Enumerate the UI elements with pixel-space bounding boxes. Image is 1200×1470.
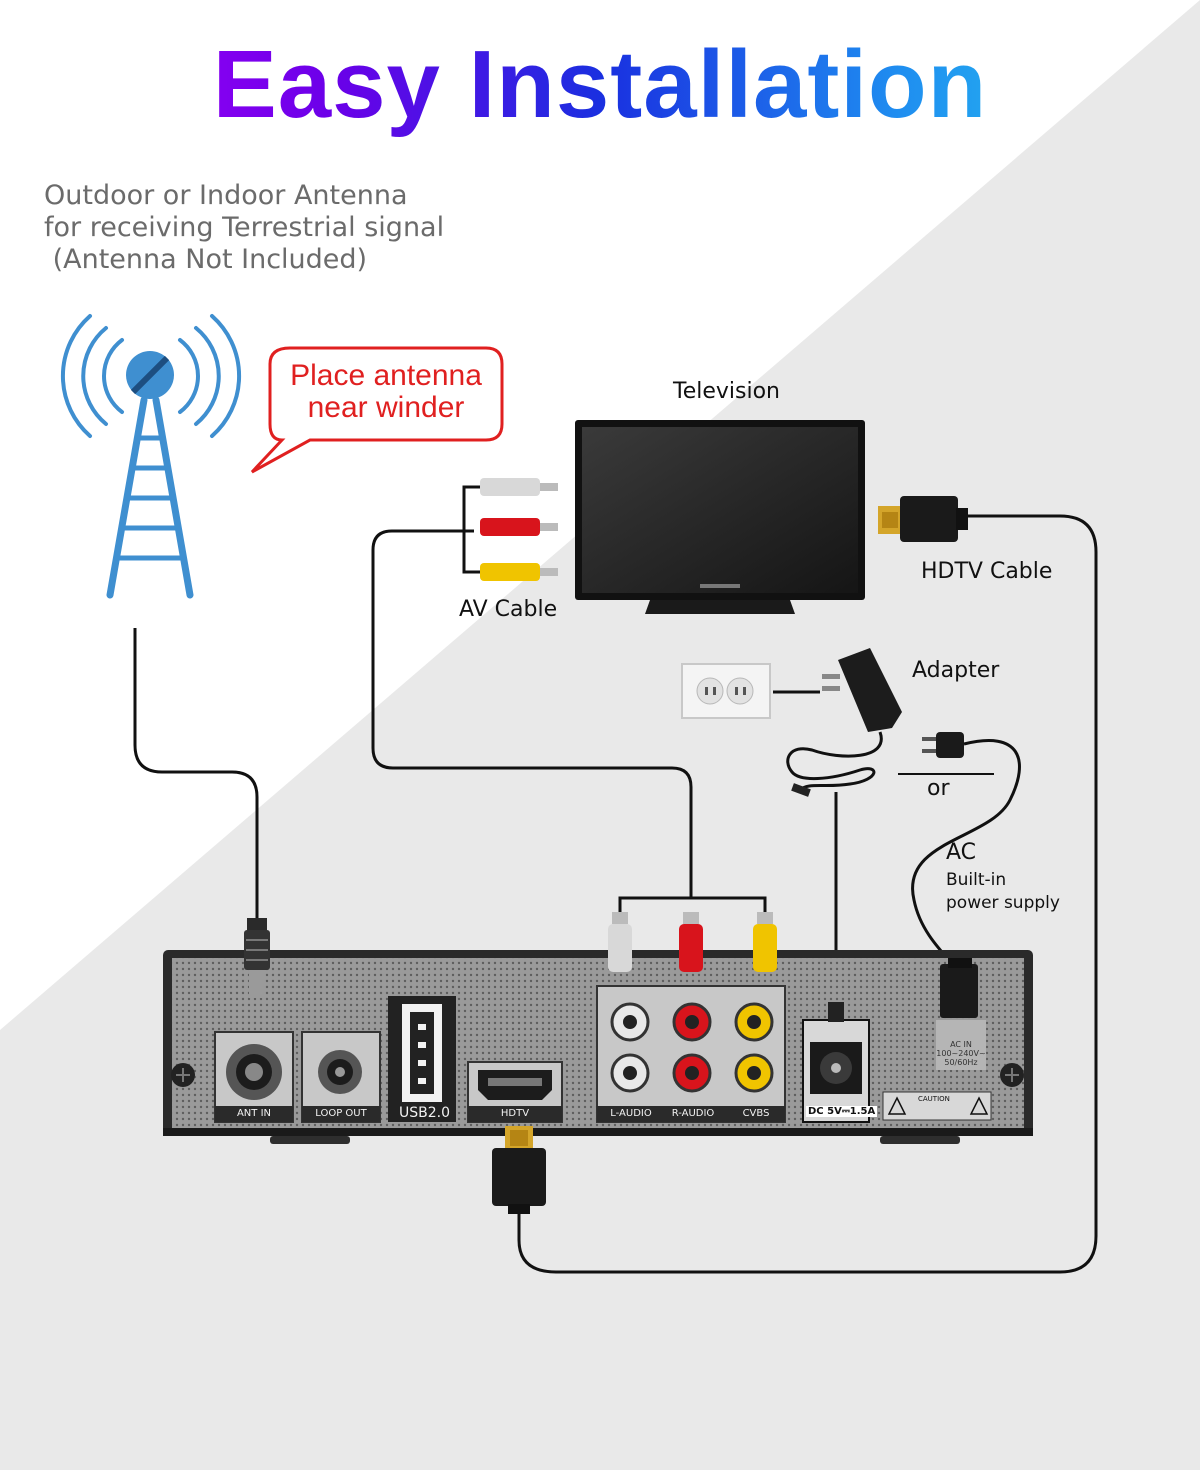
adapter-label: Adapter xyxy=(912,658,1000,683)
port-label-cvbs: CVBS xyxy=(742,1108,770,1119)
port-label-dc: DC 5V⎓1.5A xyxy=(806,1106,878,1117)
av-cable xyxy=(371,529,693,898)
tip-line: Place antenna xyxy=(290,359,482,392)
hdtv-cable xyxy=(517,514,1098,1274)
antenna-placement-tip: Place antenna near winder xyxy=(270,348,502,440)
ac-sub-label: Built-in power supply xyxy=(946,869,1060,915)
port-label-loop-out: LOOP OUT xyxy=(315,1108,367,1119)
box-plugs xyxy=(244,912,978,1214)
port-label-ant-in: ANT IN xyxy=(236,1108,272,1119)
or-label: or xyxy=(927,776,950,801)
hdmi-plug-icon xyxy=(878,496,968,542)
ac-in-line: 100~240V~ xyxy=(936,1049,986,1058)
ac-in-line: 50/60Hz xyxy=(944,1058,978,1067)
port-label-ac-in: AC IN 100~240V~ 50/60Hz xyxy=(934,1040,988,1067)
ac-cable xyxy=(911,739,1021,969)
antenna-note: Outdoor or Indoor Antenna for receiving … xyxy=(44,180,444,276)
port-label-usb: USB2.0 xyxy=(399,1105,451,1121)
antenna-note-line: for receiving Terrestrial signal xyxy=(44,212,445,243)
cables xyxy=(133,485,1098,1274)
av-cable-split-bottom xyxy=(618,896,767,918)
wall-outlet-icon xyxy=(681,663,771,719)
ac-in-line: AC IN xyxy=(950,1040,972,1049)
rca-jacks xyxy=(610,1002,774,1093)
av-cable-split-top xyxy=(462,485,480,574)
speech-bubble xyxy=(250,346,504,474)
tip-line: near winder xyxy=(307,391,465,424)
ac-label: AC xyxy=(946,840,977,865)
port-label-l-audio: L-AUDIO xyxy=(610,1108,652,1119)
port-label-r-audio: R-AUDIO xyxy=(671,1108,715,1119)
antenna-cable xyxy=(133,628,259,925)
ac-sub-line: power supply xyxy=(946,893,1060,913)
hdtv-cable-label: HDTV Cable xyxy=(921,559,1053,584)
page-title: Easy Installation xyxy=(0,30,1200,140)
warning-icon xyxy=(887,1096,989,1115)
receiver-box xyxy=(163,950,1033,1144)
television-icon xyxy=(575,420,865,614)
antenna-note-line: Outdoor or Indoor Antenna xyxy=(44,180,408,211)
ac-sub-line: Built-in xyxy=(946,870,1007,890)
port-label-hdtv: HDTV xyxy=(500,1108,530,1119)
power-adapter-icon xyxy=(773,648,902,797)
caution-label: CAUTION xyxy=(918,1095,950,1103)
av-cable-label: AV Cable xyxy=(459,597,558,622)
ac-plug-icon xyxy=(922,732,964,758)
antenna-note-line: (Antenna Not Included) xyxy=(44,244,368,275)
antenna-tower-icon xyxy=(60,314,242,599)
television-label: Television xyxy=(673,379,780,404)
rca-plug-icon xyxy=(480,478,558,581)
